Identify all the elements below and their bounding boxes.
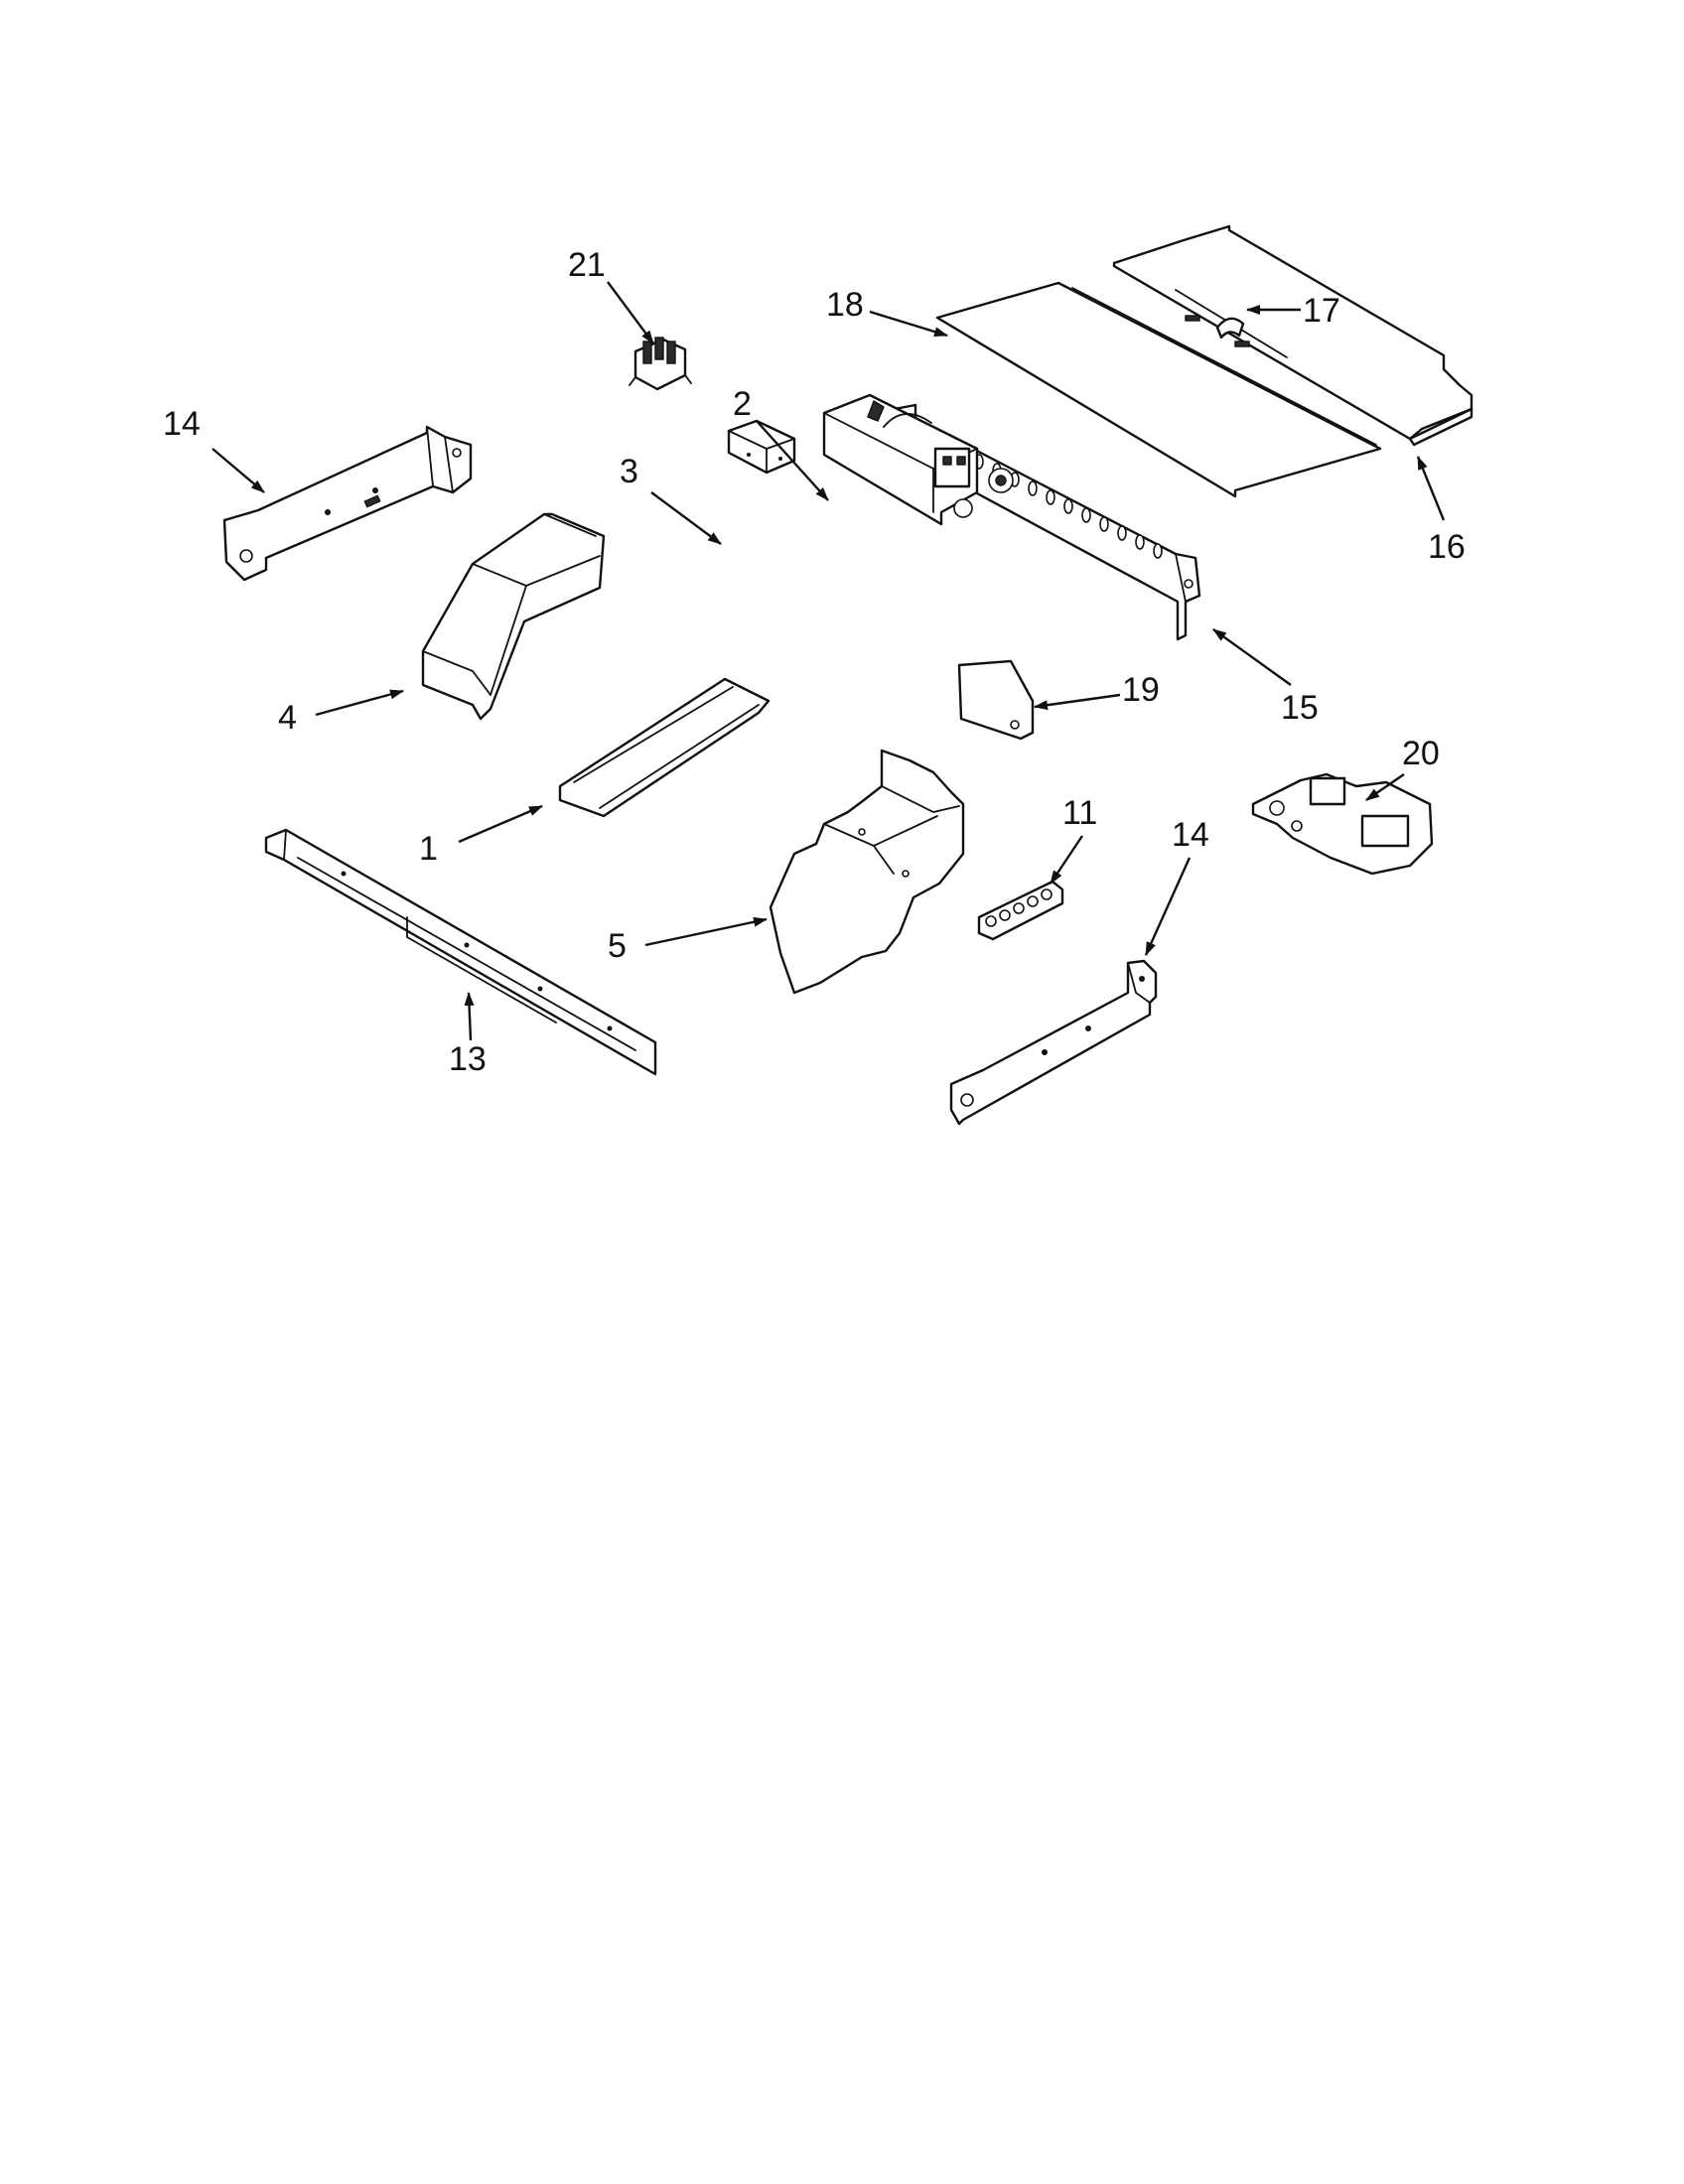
part-13-rail xyxy=(264,828,657,1076)
part-14-left-side-bracket xyxy=(222,425,473,582)
part-5-shield xyxy=(769,749,965,995)
leader-19 xyxy=(1034,693,1121,711)
leader-16 xyxy=(1416,456,1446,521)
part-1-channel xyxy=(558,677,771,818)
part-2-controller-assembly xyxy=(822,393,1014,526)
part-19-plate xyxy=(957,659,1035,741)
callout-17: 17 xyxy=(1303,292,1340,330)
leader-lines xyxy=(211,281,1446,1041)
part-17-clip xyxy=(1185,315,1250,347)
leader-5 xyxy=(644,916,768,947)
callout-labels: 21 18 17 14 2 3 16 4 19 15 20 1 11 14 5 … xyxy=(163,246,1466,1078)
callout-19: 19 xyxy=(1122,671,1160,709)
leader-18 xyxy=(869,310,948,338)
callout-21: 21 xyxy=(568,246,606,284)
callout-3: 3 xyxy=(620,453,638,490)
leader-4 xyxy=(315,689,404,717)
leader-11 xyxy=(1050,835,1083,885)
callout-13: 13 xyxy=(449,1040,487,1078)
leader-13 xyxy=(464,992,475,1041)
leader-14-right xyxy=(1144,857,1192,956)
leader-3 xyxy=(650,491,722,545)
callout-2: 2 xyxy=(733,385,752,423)
callout-11: 11 xyxy=(1062,794,1097,832)
part-3-block xyxy=(727,419,796,475)
callout-14-right: 14 xyxy=(1172,816,1209,854)
part-11-terminal-strip xyxy=(977,880,1064,941)
part-4-duct xyxy=(421,512,606,721)
callout-14-left: 14 xyxy=(163,405,201,443)
leader-14-left xyxy=(211,448,265,493)
callout-16: 16 xyxy=(1428,528,1466,566)
callout-4: 4 xyxy=(278,699,297,737)
part-14-right-side-bracket xyxy=(949,959,1158,1126)
callout-20: 20 xyxy=(1402,735,1440,772)
part-21-terminal-block xyxy=(629,337,692,391)
part-20-mount-bracket xyxy=(1251,772,1434,876)
leader-1 xyxy=(458,804,543,844)
callout-15: 15 xyxy=(1281,689,1319,727)
leader-2 xyxy=(756,420,829,501)
callout-18: 18 xyxy=(826,286,864,324)
callout-1: 1 xyxy=(419,830,438,868)
leader-15 xyxy=(1212,628,1292,686)
leader-21 xyxy=(607,281,654,344)
leader-20 xyxy=(1365,773,1405,801)
part-18-top-panel xyxy=(935,281,1382,498)
callout-5: 5 xyxy=(608,927,627,965)
